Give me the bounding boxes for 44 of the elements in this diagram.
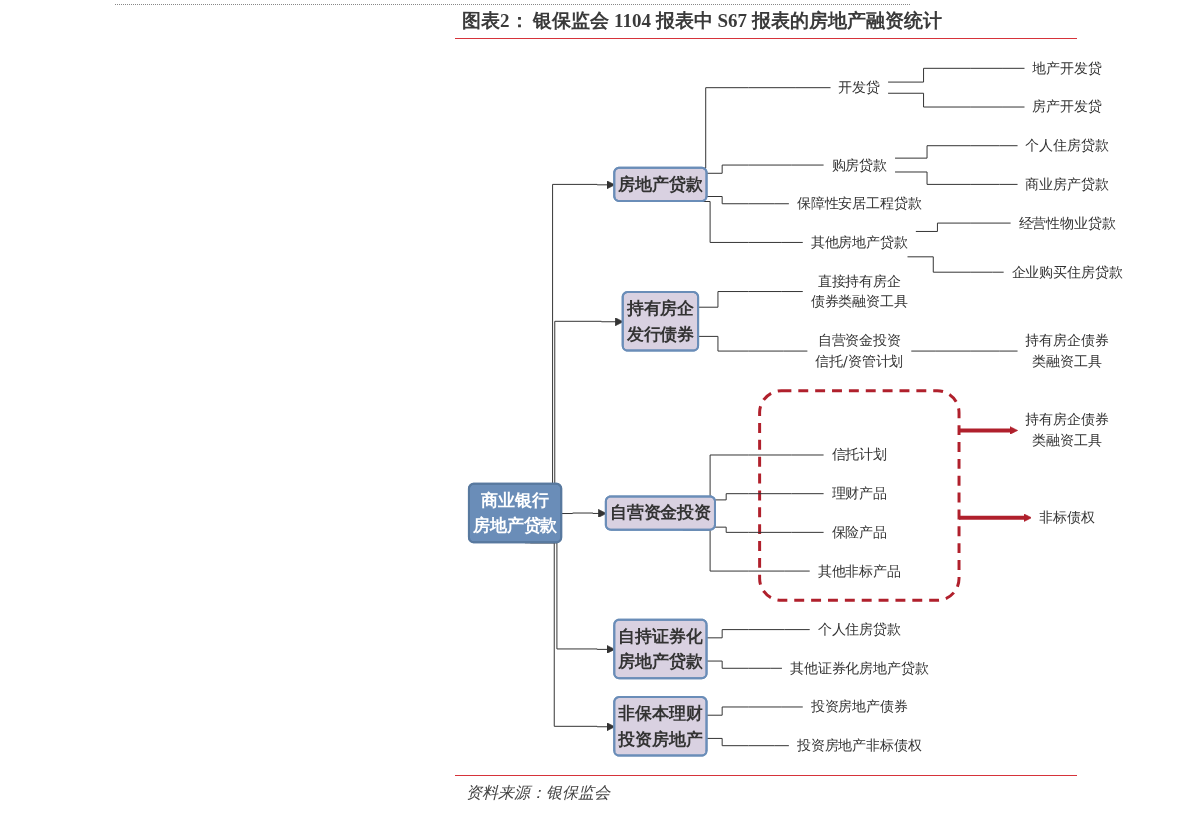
- node-text: 保障性安居工程贷款: [797, 195, 923, 212]
- figure-title: 图表2： 银保监会 1104 报表中 S67 报表的房地产融资统计: [462, 9, 942, 33]
- node-text: 房产开发贷: [1032, 98, 1103, 115]
- node-text: 企业购买住房贷款: [1011, 263, 1123, 280]
- connector: [706, 196, 790, 205]
- connector: [698, 335, 809, 352]
- connector: [706, 706, 804, 716]
- connector: [907, 256, 1005, 273]
- connector: [714, 526, 825, 533]
- connector: [887, 67, 1026, 83]
- node-text: 商业房产贷款: [1025, 175, 1110, 192]
- node-text: 地产开发贷: [1032, 59, 1103, 76]
- arrow: [959, 426, 1019, 435]
- cluster: [758, 389, 961, 602]
- node-text: 投资房地产非标债权: [797, 737, 923, 754]
- connector: [915, 222, 1012, 232]
- connector: [706, 660, 783, 669]
- connector: [714, 493, 825, 501]
- node-text: 经营性物业贷款: [1018, 214, 1116, 231]
- connector: [894, 145, 1019, 159]
- node-text: 理财产品: [831, 485, 888, 502]
- source-caption: 资料来源：银保监会: [466, 783, 610, 803]
- connector: [706, 164, 825, 174]
- connector: [894, 171, 1019, 185]
- node-text: 购房贷款: [831, 156, 888, 173]
- node-text: 开发贷: [838, 79, 881, 96]
- node-text: 其他房地产贷款: [810, 234, 909, 250]
- connector: [887, 92, 1026, 108]
- node-text: 保险产品: [831, 523, 888, 540]
- connector: [706, 737, 790, 747]
- node-text: 个人住房贷款: [817, 621, 902, 638]
- node-text: 直接持有房企债券类融资工具: [810, 272, 909, 310]
- node-text: 其他证券化房地产贷款: [790, 659, 929, 676]
- node-text: 自营资金投资信托/资管计划: [815, 332, 904, 369]
- node-text: 投资房地产债券: [810, 698, 909, 715]
- node-text: 个人住房贷款: [1025, 137, 1110, 154]
- node-text: 信托计划: [831, 446, 888, 463]
- arrow: [959, 513, 1033, 523]
- node-text: 持有房企债券类融资工具: [1025, 411, 1110, 449]
- node-text: 其他非标产品: [817, 562, 902, 579]
- connector: [698, 291, 804, 308]
- node-text: 持有房企债券类融资工具: [1025, 332, 1110, 369]
- node-text: 非标债权: [1039, 509, 1096, 526]
- connector: [706, 629, 811, 639]
